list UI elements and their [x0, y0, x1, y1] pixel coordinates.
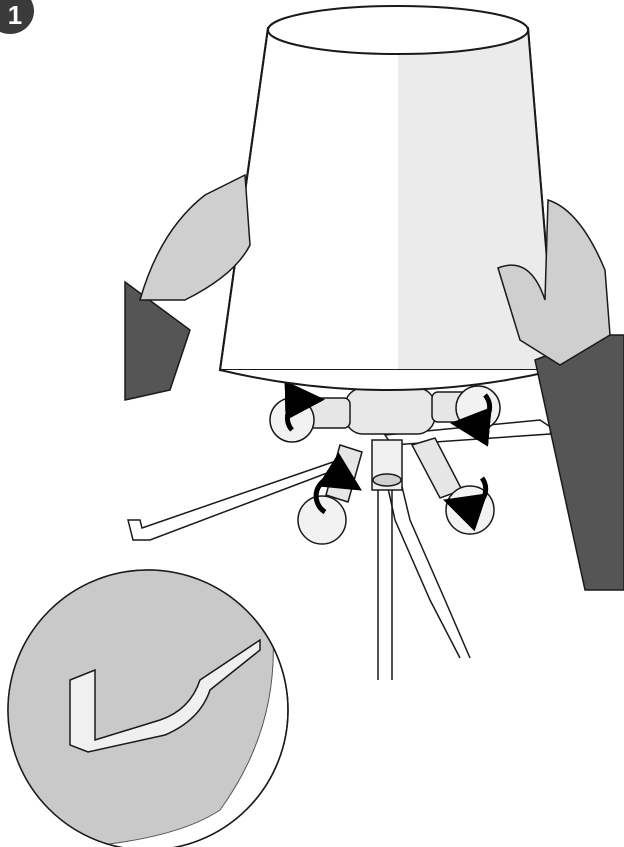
detail-inset [0, 560, 288, 847]
bulb-front-right [412, 438, 494, 534]
bulb-front-left [298, 445, 362, 544]
lamp-shade [220, 6, 556, 390]
bulb-back-left [270, 398, 350, 442]
light-bulb-icon [298, 496, 346, 544]
right-sleeve [535, 335, 624, 590]
